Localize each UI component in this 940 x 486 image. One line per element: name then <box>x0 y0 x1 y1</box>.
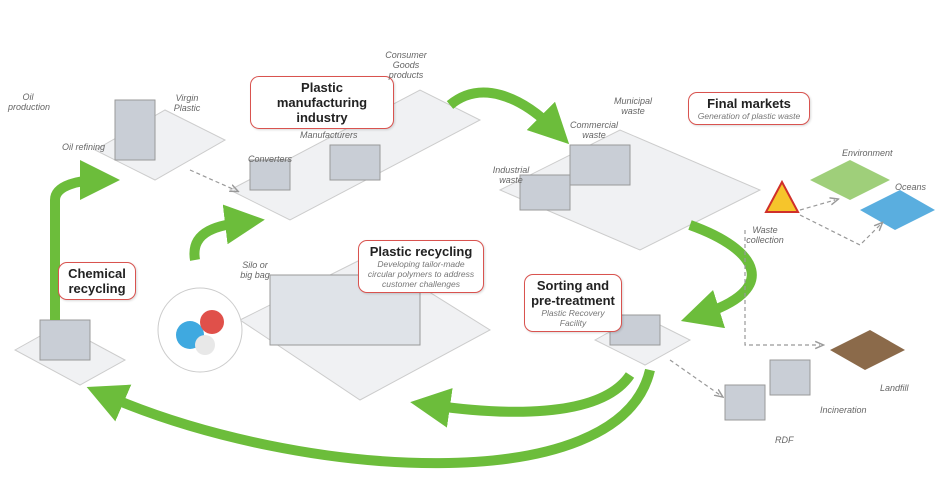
label-silo: Silo or big bag <box>240 260 270 280</box>
label-industrial-waste: Industrial waste <box>492 165 530 185</box>
label-manufacturers: Manufacturers <box>300 130 358 140</box>
label-waste-collection: Waste collection <box>746 225 784 245</box>
dashed-flows <box>189 169 880 395</box>
box-subtitle: Generation of plastic waste <box>697 111 801 121</box>
manufacturer-building-icon <box>329 144 381 181</box>
box-title: Sorting and pre-treatment <box>531 278 615 308</box>
chemical-plant-icon <box>39 319 91 361</box>
rdf-icon <box>724 384 766 421</box>
label-incineration: Incineration <box>820 405 867 415</box>
commercial-building-icon <box>569 144 631 186</box>
warning-icon <box>764 179 800 213</box>
label-converters: Converters <box>248 154 293 164</box>
label-municipal-waste: Municipal waste <box>613 96 653 116</box>
incineration-icon <box>769 359 811 396</box>
arrow-manufacturing-to-waste <box>446 87 570 145</box>
oceans-icon <box>860 190 935 230</box>
box-subtitle: Plastic Recovery Facility <box>541 308 605 328</box>
label-oil-refining: Oil refining <box>62 142 106 152</box>
arrow-waste-to-sorting <box>680 220 757 329</box>
label-oil-production: Oil production <box>8 92 51 112</box>
box-chemical-recycling: Chemical recycling <box>58 262 136 300</box>
arrow-recycling-to-manufacturing <box>189 204 265 261</box>
refinery-icon <box>114 99 156 161</box>
environment-icon <box>810 160 890 200</box>
box-title: Chemical recycling <box>68 266 126 296</box>
landfill-icon <box>830 330 905 370</box>
box-title: Plastic recycling <box>369 244 473 259</box>
box-subtitle: Developing tailor-made circular polymers… <box>367 259 475 289</box>
label-environment: Environment <box>842 148 893 158</box>
label-commercial-waste: Commercial waste <box>570 120 619 140</box>
arrow-sorting-to-recycling <box>410 371 635 428</box>
box-title: Plastic manufacturing industry <box>276 80 368 125</box>
box-title: Final markets <box>707 96 791 111</box>
label-rdf: RDF <box>775 435 794 445</box>
label-landfill: Landfill <box>880 383 909 393</box>
arrow-sorting-to-chemical <box>86 368 655 469</box>
label-virgin-plastic: Virgin Plastic <box>173 93 201 113</box>
label-oceans: Oceans <box>895 182 927 192</box>
industrial-building-icon <box>519 174 571 211</box>
converter-building-icon <box>249 159 291 191</box>
label-consumer-goods: Consumer Goods products <box>385 50 427 80</box>
box-plastic-manufacturing: Plastic manufacturing industry <box>250 76 394 129</box>
arrow-chemical-to-refining <box>50 160 120 320</box>
flow-arrows <box>50 87 757 469</box>
